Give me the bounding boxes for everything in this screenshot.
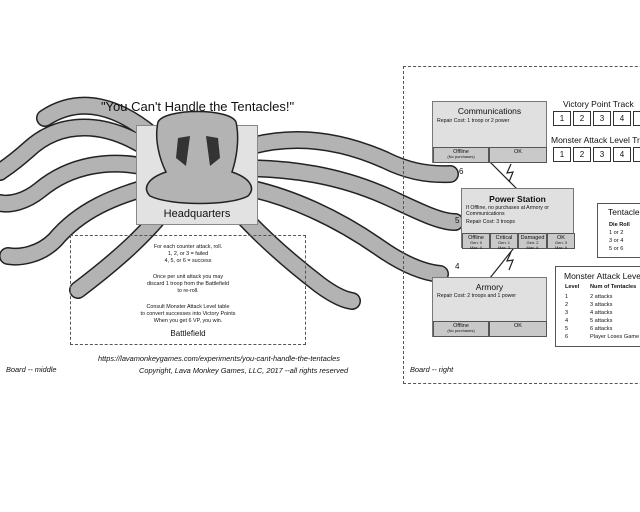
power-bolt-icon — [505, 163, 514, 183]
power-station-repair: Repair Cost: 3 troops — [466, 219, 516, 225]
battlefield-rule: to re-roll. — [177, 288, 199, 294]
power-max: Max: 9 — [554, 244, 567, 250]
power-offline-button[interactable]: Offline Gen: 0 Max: 0 — [462, 233, 490, 249]
attack-count: Player Loses Game — [590, 334, 640, 340]
tentacles-table-title: Tentacles — [608, 207, 640, 217]
battlefield-rule: When you get 6 VP, you win. — [153, 318, 223, 324]
power-state-label: OK — [557, 235, 565, 241]
tentacles-table-header: Die Roll — [609, 222, 630, 228]
power-max: Max: 6 — [526, 244, 539, 250]
power-critical-button[interactable]: Critical Gen: 1 Max: 3 — [490, 233, 518, 249]
armory-station[interactable]: Armory Repair Cost: 2 troops and 1 power… — [432, 277, 547, 337]
power-state-label: Offline — [468, 235, 484, 241]
monster-right-eye — [206, 136, 220, 166]
power-station-note: If Offline, no purchases at Armory or Co… — [466, 205, 549, 217]
attack-level: 4 — [565, 318, 569, 324]
communications-ok-button[interactable]: OK — [489, 147, 547, 163]
victory-cell[interactable]: 1 — [553, 111, 571, 126]
attack-level-table: Monster Attack Level Level Num of Tentac… — [555, 266, 640, 347]
offline-label: Offline — [453, 149, 469, 155]
battlefield-rule: 1, 2, or 3 = failed — [167, 251, 209, 257]
monster-cell[interactable]: 1 — [553, 147, 571, 162]
tentacles-table-row: 5 or 6 — [609, 246, 624, 252]
power-ok-button[interactable]: OK Gen: 3 Max: 9 — [547, 233, 575, 249]
armory-title: Armory — [475, 282, 504, 292]
attack-count: 3 attacks — [590, 302, 613, 308]
right-board: Board -- right — [403, 66, 640, 384]
battlefield-rule: discard 1 troop from the Battlefield — [146, 281, 230, 287]
monster-head — [145, 110, 253, 205]
battlefield-label: Battlefield — [170, 329, 206, 338]
victory-cell[interactable]: 2 — [573, 111, 591, 126]
monster-cell[interactable]: 4 — [613, 147, 631, 162]
attack-table-header: Level — [565, 284, 580, 290]
armory-repair: Repair Cost: 2 troops and 1 power — [437, 293, 517, 299]
headquarters-label: Headquarters — [163, 208, 231, 220]
armory-offline-button[interactable]: Offline (No purchases) — [433, 321, 489, 337]
communications-repair: Repair Cost: 1 troop or 2 power — [437, 118, 510, 124]
monster-cell[interactable] — [633, 147, 640, 162]
communications-offline-button[interactable]: Offline (No purchases) — [433, 147, 489, 163]
attack-level: 1 — [565, 294, 569, 300]
attack-count: 2 attacks — [590, 294, 613, 300]
power-state-label: Critical — [495, 235, 513, 241]
tentacles-table: Tentacles Die Roll 1 or 2 3 or 4 5 or 6 — [597, 203, 640, 258]
attack-count: 4 attacks — [590, 310, 613, 316]
attack-table-header: Num of Tentacles — [590, 284, 637, 290]
attack-table-title: Monster Attack Level — [564, 271, 640, 281]
tentacles-table-row: 1 or 2 — [609, 230, 624, 236]
attack-count: 5 attacks — [590, 318, 613, 324]
power-state-label: Damaged — [520, 235, 545, 241]
victory-cell[interactable]: 4 — [613, 111, 631, 126]
monster-track-label: Monster Attack Level Track — [551, 135, 640, 145]
power-gen: Gen: 3 — [554, 240, 567, 245]
tentacle-number-6: 6 — [459, 167, 464, 176]
battlefield-rule: Consult Monster Attack Level table — [146, 304, 230, 310]
power-max: Max: 0 — [469, 244, 482, 250]
victory-cell[interactable]: 3 — [593, 111, 611, 126]
battlefield-rule: For each counter attack, roll. — [153, 244, 223, 250]
attack-level: 3 — [565, 310, 569, 316]
power-gen: Gen: 1 — [497, 240, 510, 245]
tentacle-number-5: 5 — [455, 216, 460, 225]
url-caption: https://lavamonkeygames.com/experiments/… — [98, 354, 340, 363]
offline-note: (No purchases) — [447, 328, 475, 333]
battlefield-rule: 4, 5, or 6 = success — [164, 258, 212, 264]
battlefield-area[interactable]: For each counter attack, roll. 1, 2, or … — [70, 235, 306, 345]
board-middle-caption: Board -- middle — [6, 365, 57, 374]
power-gen: Gen: 2 — [526, 240, 539, 245]
victory-cell[interactable] — [633, 111, 640, 126]
copyright-caption: Copyright, Lava Monkey Games, LLC, 2017 … — [139, 366, 349, 375]
power-gen: Gen: 0 — [469, 240, 482, 245]
monster-track: 1 2 3 4 — [553, 147, 640, 163]
communications-station[interactable]: Communications Repair Cost: 1 troop or 2… — [432, 101, 547, 163]
game-title: "You Can't Handle the Tentacles!" — [100, 99, 295, 114]
tentacles-table-row: 3 or 4 — [609, 238, 624, 244]
attack-level: 6 — [565, 334, 569, 340]
power-bolt-icon — [505, 251, 514, 271]
attack-level: 5 — [565, 326, 569, 332]
attack-count: 6 attacks — [590, 326, 613, 332]
armory-ok-button[interactable]: OK — [489, 321, 547, 337]
victory-track-label: Victory Point Track — [563, 99, 634, 109]
power-station-title: Power Station — [489, 194, 546, 204]
offline-label: Offline — [453, 323, 469, 329]
battlefield-rule: Once per unit attack you may — [152, 274, 224, 280]
power-station[interactable]: Power Station If Offline, no purchases a… — [461, 188, 575, 249]
attack-level: 2 — [565, 302, 569, 308]
board-right-caption: Board -- right — [410, 365, 454, 374]
monster-cell[interactable]: 2 — [573, 147, 591, 162]
offline-note: (No purchases) — [447, 154, 475, 159]
communications-title: Communications — [457, 106, 522, 116]
monster-cell[interactable]: 3 — [593, 147, 611, 162]
monster-left-eye — [176, 136, 190, 166]
power-max: Max: 3 — [497, 244, 510, 250]
power-damaged-button[interactable]: Damaged Gen: 2 Max: 6 — [518, 233, 547, 249]
battlefield-rule: to convert successes into Victory Points — [140, 311, 236, 317]
tentacle-number-4: 4 — [455, 262, 460, 271]
victory-track: 1 2 3 4 — [553, 111, 640, 127]
